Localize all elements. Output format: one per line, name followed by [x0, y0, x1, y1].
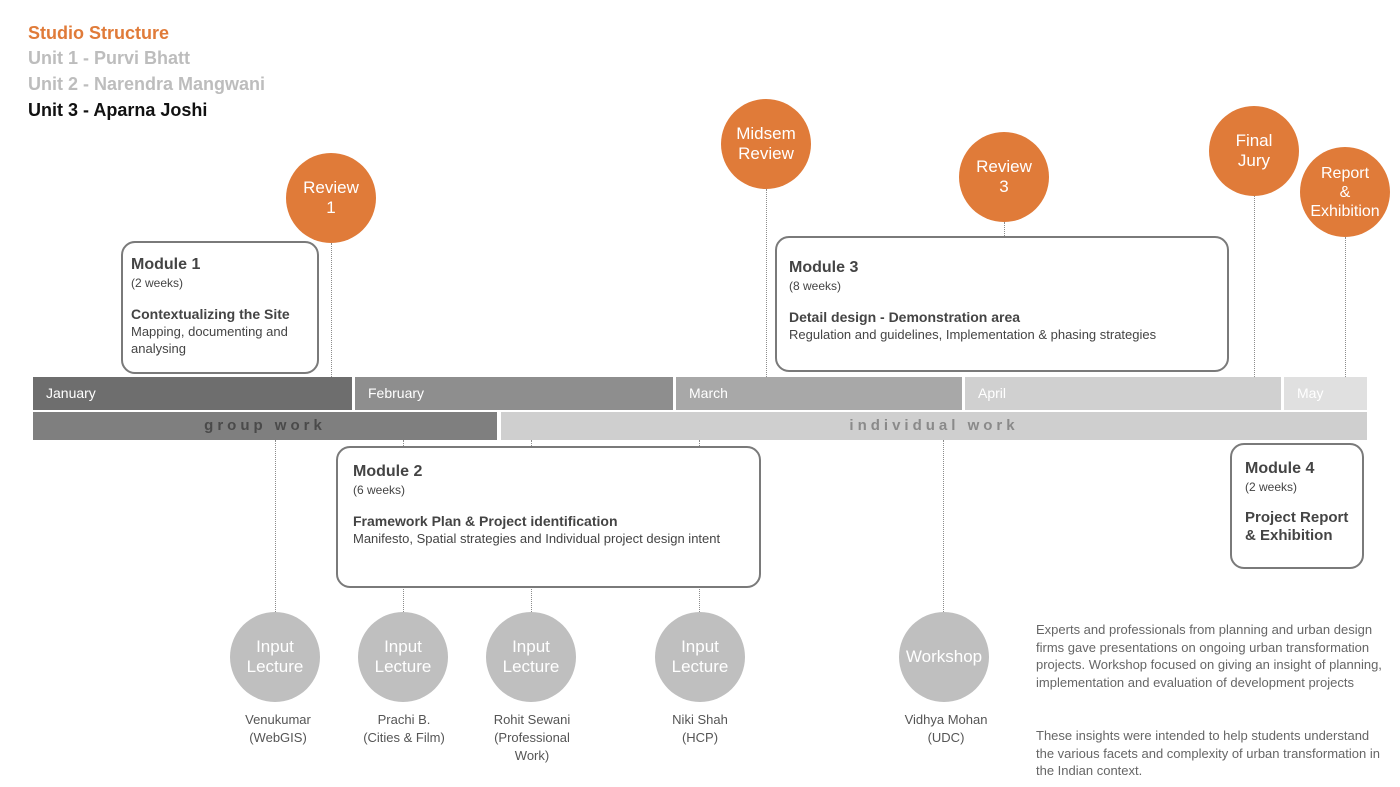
midsem-review-label: Midsem Review: [736, 124, 796, 163]
workshop-connector: [943, 440, 944, 614]
module-1-box: Module 1 (2 weeks) Contextualizing the S…: [121, 241, 319, 374]
module-2-heading: Framework Plan & Project identification: [353, 513, 618, 529]
studio-structure-title: Studio Structure: [28, 23, 170, 43]
midsem-review-circle: Midsem Review: [721, 99, 811, 189]
group-work-bar: group work: [33, 412, 497, 440]
module-4-heading: Project Report & Exhibition: [1245, 509, 1349, 544]
speaker-niki: Niki Shah (HCP): [672, 712, 728, 745]
input-lecture-4-label: Input Lecture: [671, 637, 729, 676]
unit-1-label: Unit 1 - Purvi Bhatt: [28, 48, 191, 68]
module-3-box: Module 3 (8 weeks) Detail design - Demon…: [775, 236, 1229, 372]
input-lecture-1-label: Input Lecture: [246, 637, 304, 676]
module-3-duration: (8 weeks): [789, 279, 842, 293]
input-lecture-3-label: Input Lecture: [502, 637, 560, 676]
input-lecture-2-label: Input Lecture: [374, 637, 432, 676]
month-february: February: [355, 377, 673, 410]
report-connector: [1345, 237, 1346, 377]
review-3-circle: Review 3: [959, 132, 1049, 222]
review-1-label: Review 1: [303, 178, 359, 217]
speaker-prachi: Prachi B. (Cities & Film): [363, 712, 445, 745]
module-4-box: Module 4 (2 weeks) Project Report & Exhi…: [1230, 443, 1364, 569]
unit-3-label: Unit 3 - Aparna Joshi: [28, 100, 208, 120]
review3-connector: [1004, 222, 1005, 236]
input-lecture-2-circle: Input Lecture: [358, 612, 448, 702]
module-2-title: Module 2: [353, 463, 423, 480]
module-4-title: Module 4: [1245, 460, 1315, 477]
individual-work-bar: individual work: [501, 412, 1367, 440]
input-lecture-3-circle: Input Lecture: [486, 612, 576, 702]
experts-note: Experts and professionals from planning …: [1036, 622, 1382, 690]
input-lecture-1-circle: Input Lecture: [230, 612, 320, 702]
final-jury-label: Final Jury: [1235, 131, 1273, 170]
module-1-description: Mapping, documenting and analysing: [131, 324, 288, 356]
speaker-venukumar: Venukumar (WebGIS): [245, 712, 311, 745]
module-3-description: Regulation and guidelines, Implementatio…: [789, 327, 1157, 342]
workshop-label: Workshop: [905, 647, 983, 666]
input1-connector: [275, 440, 276, 614]
module-2-box: Module 2 (6 weeks) Framework Plan & Proj…: [336, 446, 761, 588]
month-may: May: [1284, 377, 1367, 410]
module-2-description: Manifesto, Spatial strategies and Indivi…: [353, 531, 721, 546]
final-jury-circle: Final Jury: [1209, 106, 1299, 196]
final-jury-connector: [1254, 196, 1255, 377]
month-january: January: [33, 377, 352, 410]
unit-2-label: Unit 2 - Narendra Mangwani: [28, 74, 266, 94]
month-april: April: [965, 377, 1281, 410]
module-3-title: Module 3: [789, 259, 859, 276]
review-1-circle: Review 1: [286, 153, 376, 243]
insights-note: These insights were intended to help stu…: [1036, 728, 1380, 778]
month-march: March: [676, 377, 962, 410]
module-4-duration: (2 weeks): [1245, 480, 1298, 494]
report-exhibition-label: Report & Exhibition: [1310, 164, 1380, 220]
speaker-rohit: Rohit Sewani (Professional Work): [493, 712, 571, 763]
workshop-circle: Workshop: [899, 612, 989, 702]
review1-connector: [331, 243, 332, 377]
module-1-title: Module 1: [131, 256, 201, 273]
module-1-heading: Contextualizing the Site: [131, 306, 290, 322]
module-1-duration: (2 weeks): [131, 276, 184, 290]
speaker-vidhya: Vidhya Mohan (UDC): [904, 712, 988, 745]
review-3-label: Review 3: [976, 157, 1032, 196]
report-exhibition-circle: Report & Exhibition: [1300, 147, 1390, 237]
module-3-heading: Detail design - Demonstration area: [789, 309, 1021, 325]
midsem-connector: [766, 189, 767, 377]
module-2-duration: (6 weeks): [353, 483, 406, 497]
input-lecture-4-circle: Input Lecture: [655, 612, 745, 702]
